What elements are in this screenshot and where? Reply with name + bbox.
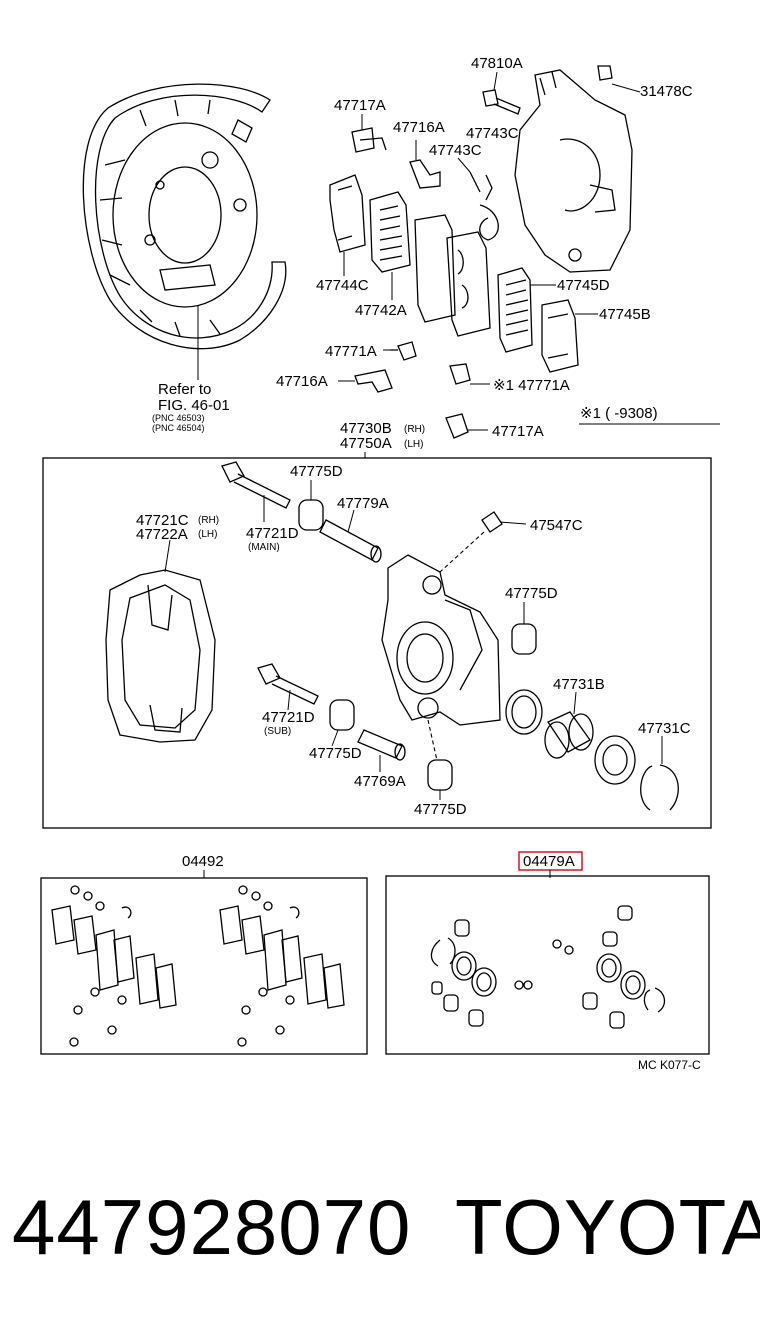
bleeder-screw-top-drawing [597,65,641,93]
label-47775D-2: 47775D [505,585,558,602]
shim-47744C-drawing [329,174,366,276]
label-sub-tag: (SUB) [264,726,291,737]
bushing-47775D-2-drawing [511,602,537,655]
bleeder-47547C-drawing [439,511,527,573]
pad-47742A-drawing [369,191,491,337]
label-47717A-bottom: 47717A [492,423,544,440]
part-number: 447928070 [12,1183,412,1271]
clip-47771A-drawing [383,341,417,361]
boot-drawing [594,735,636,785]
label-assy-lh-side: (LH) [404,439,423,450]
label-kit-left: 04492 [182,853,224,870]
label-47771A-note: ※1 47771A [493,377,570,394]
ring-47731C-drawing [640,736,679,811]
label-47775D-4: 47775D [414,801,467,818]
brand-name: TOYOTA [455,1183,760,1271]
label-main-tag: (MAIN) [248,542,280,553]
label-47716A-bottom: 47716A [276,373,328,390]
label-47721C-side: (RH) [198,515,219,526]
pin-47779A-drawing [319,509,382,563]
label-47717A-top: 47717A [334,97,386,114]
label-47731B: 47731B [553,676,605,693]
label-47775D-1: 47775D [290,463,343,480]
clip-47717A-bottom-drawing [445,413,488,439]
label-47722A: 47722A [136,526,188,543]
caliper-body-drawing [381,554,501,766]
label-31478C: 31478C [640,83,693,100]
diagram-code: MC K077-C [638,1058,701,1072]
clip-47716A-top-drawing [409,140,441,189]
kit-left-parts-drawing [51,885,345,1047]
label-assy-lh: 47750A [340,435,392,452]
bolt-47721D-sub-drawing [257,663,319,711]
pin-47769A-drawing [357,729,406,772]
label-assy-rh-side: (RH) [404,424,425,435]
refer-pnc1: (PNC 46503) [152,413,205,423]
refer-line1: Refer to [158,381,211,398]
kit-right-parts-drawing [430,905,666,1029]
label-47731C: 47731C [638,720,691,737]
bushing-47775D-4-drawing [427,759,453,800]
note-range: ※1 ( -9308) [580,405,658,422]
brake-dust-cover-drawing [82,83,287,380]
spring-47743C-drawing [457,157,499,241]
shim-47745B-drawing [541,299,598,373]
label-47743C-b: 47743C [429,142,482,159]
bolt-47810A-drawing [482,71,521,115]
label-47771A: 47771A [325,343,377,360]
label-47775D-3: 47775D [309,745,362,762]
label-47721C: 47721C [136,512,189,529]
label-47769A: 47769A [354,773,406,790]
label-47745D: 47745D [557,277,610,294]
label-assy-rh: 47730B [340,420,392,437]
label-47722A-side: (LH) [198,529,217,540]
bushing-47775D-1-drawing [298,480,324,531]
refer-pnc2: (PNC 46504) [152,423,205,433]
label-kit-right: 04479A [523,853,575,870]
seal-ring-drawing [505,689,543,735]
label-47744C: 47744C [316,277,369,294]
label-47779A: 47779A [337,495,389,512]
label-47721D-sub: 47721D [262,709,315,726]
clip-47717A-top-drawing [351,114,387,153]
clip-47716A-bottom-drawing [338,369,393,393]
label-47742A: 47742A [355,302,407,319]
piston-47731B-drawing [544,691,594,759]
label-47745B: 47745B [599,306,651,323]
kit-right-frame [385,875,710,1055]
pad-47745D-drawing [497,267,556,353]
label-47547C: 47547C [530,517,583,534]
bushing-47775D-3-drawing [329,699,355,747]
label-47810A: 47810A [471,55,523,72]
label-47743C-a: 47743C [466,125,519,142]
refer-line2: FIG. 46-01 [158,397,230,414]
label-47721D-main: 47721D [246,525,299,542]
bolt-47721D-main-drawing [221,461,291,522]
caliper-torque-plate-drawing [514,69,633,273]
kit-left-frame [40,877,368,1055]
label-47716A-top: 47716A [393,119,445,136]
bracket-47721C-drawing [105,539,216,743]
caliper-assy-frame [42,457,712,829]
clip-47771A-note-drawing [449,363,490,385]
